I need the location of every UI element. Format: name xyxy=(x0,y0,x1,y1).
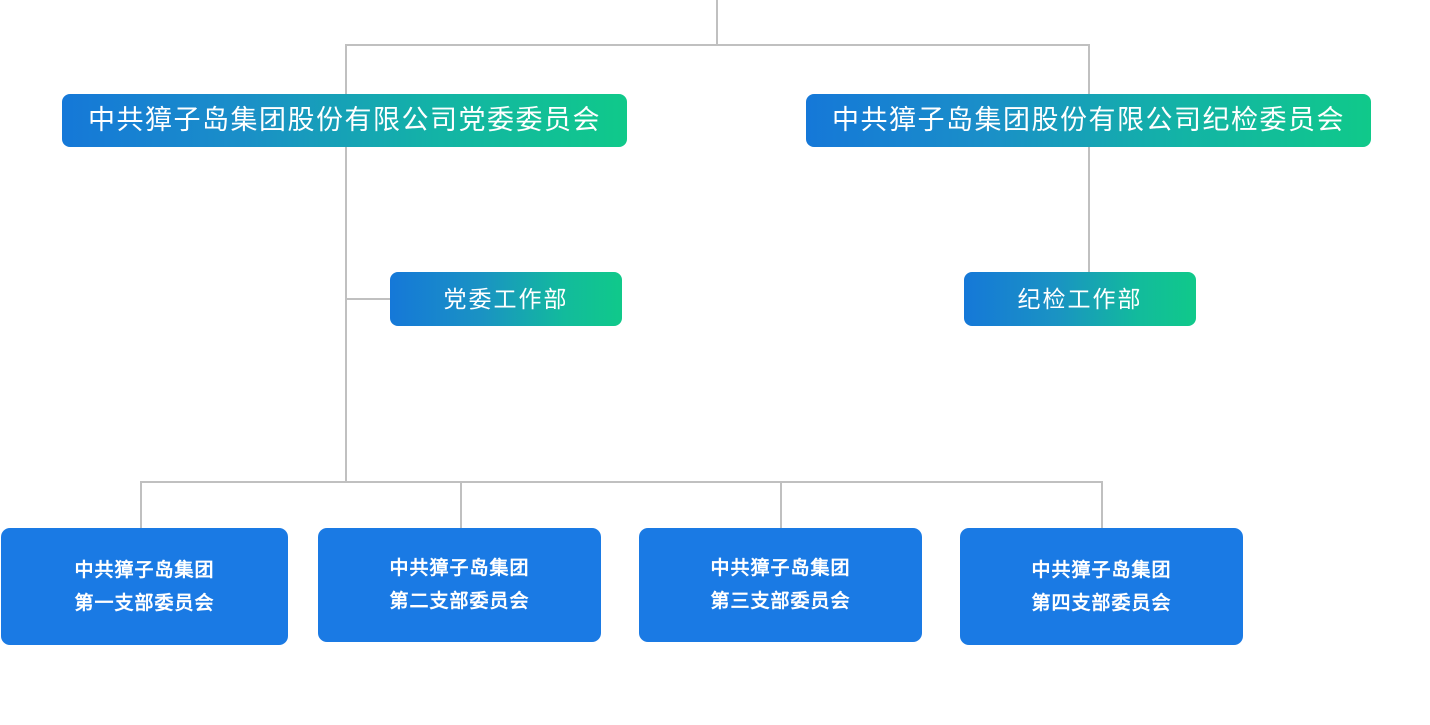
node-branch-3[interactable]: 中共獐子岛集团 第三支部委员会 xyxy=(639,528,922,642)
node-branch-4[interactable]: 中共獐子岛集团 第四支部委员会 xyxy=(960,528,1243,645)
node-branch-4-line1: 中共獐子岛集团 xyxy=(1031,559,1172,581)
node-branch-3-line1: 中共獐子岛集团 xyxy=(710,558,851,579)
connector-party-spine xyxy=(345,146,347,483)
connector-to-discipline-work-dept xyxy=(1088,146,1090,273)
node-branch-2-line1: 中共獐子岛集团 xyxy=(389,558,530,579)
connector-to-party-committee xyxy=(345,44,347,96)
node-discipline-work-dept[interactable]: 纪检工作部 xyxy=(964,272,1196,326)
node-party-work-dept[interactable]: 党委工作部 xyxy=(390,272,622,326)
node-branch-2[interactable]: 中共獐子岛集团 第二支部委员会 xyxy=(318,528,601,642)
node-branch-1-line2: 第一支部委员会 xyxy=(74,592,215,614)
node-party-committee-label: 中共獐子岛集团股份有限公司党委委员会 xyxy=(88,105,601,135)
connector-top-bus xyxy=(345,44,1090,46)
connector-to-party-work-dept xyxy=(345,298,390,300)
node-branch-3-line2: 第三支部委员会 xyxy=(710,591,851,612)
node-branch-1-line1: 中共獐子岛集团 xyxy=(74,559,215,581)
node-discipline-committee-label: 中共獐子岛集团股份有限公司纪检委员会 xyxy=(832,105,1345,135)
connector-root-stem xyxy=(716,0,718,46)
connector-branch-bus xyxy=(140,481,1103,483)
connector-to-discipline-committee xyxy=(1088,44,1090,96)
connector-to-branch-1 xyxy=(140,481,142,529)
node-branch-4-line2: 第四支部委员会 xyxy=(1031,592,1172,614)
node-branch-2-line2: 第二支部委员会 xyxy=(389,591,530,612)
connector-to-branch-4 xyxy=(1101,481,1103,529)
node-discipline-committee[interactable]: 中共獐子岛集团股份有限公司纪检委员会 xyxy=(806,94,1371,147)
connector-to-branch-2 xyxy=(460,481,462,529)
node-branch-1[interactable]: 中共獐子岛集团 第一支部委员会 xyxy=(1,528,288,645)
node-party-committee[interactable]: 中共獐子岛集团股份有限公司党委委员会 xyxy=(62,94,627,147)
node-party-work-dept-label: 党委工作部 xyxy=(443,285,569,312)
connector-to-branch-3 xyxy=(780,481,782,529)
node-discipline-work-dept-label: 纪检工作部 xyxy=(1017,285,1143,312)
